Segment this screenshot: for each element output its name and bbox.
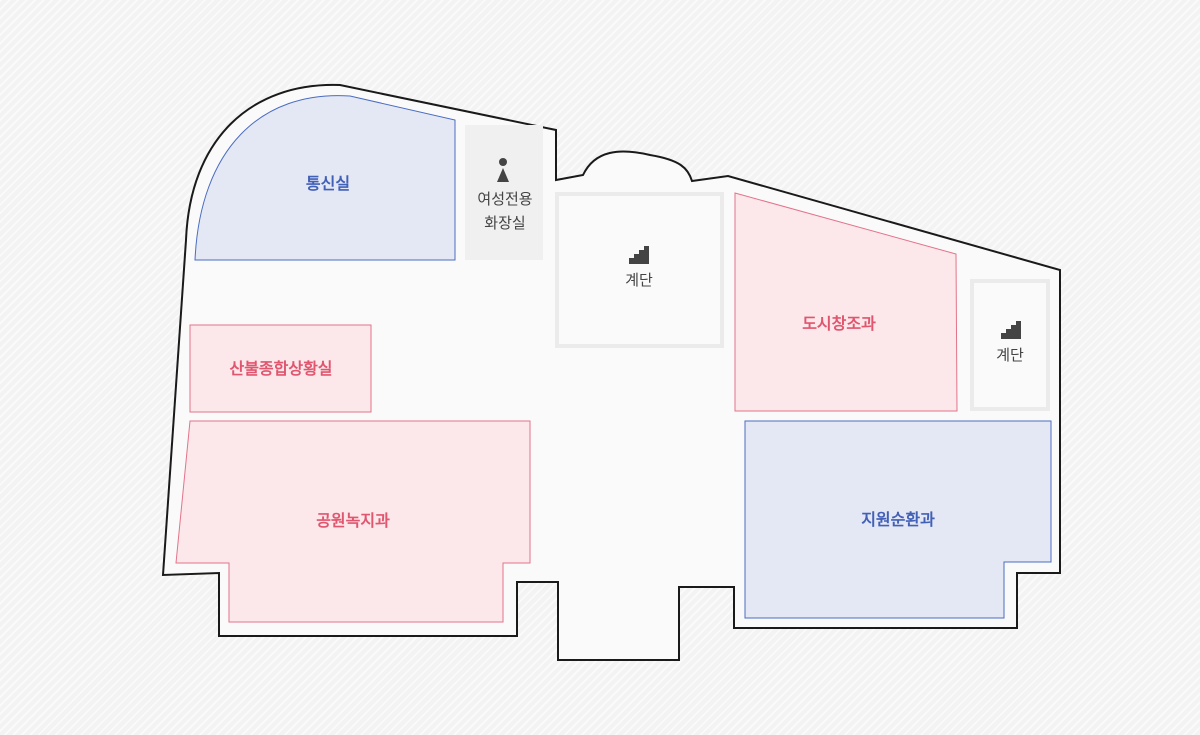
stairs-center-label: 계단: [625, 271, 653, 289]
room-urban-label: 도시창조과: [802, 314, 876, 333]
female-restroom-icon: [497, 158, 509, 182]
room-park[interactable]: 공원녹지과: [175, 420, 531, 623]
stairs-right[interactable]: 계단: [970, 279, 1050, 411]
room-resource-shape: [744, 420, 1052, 619]
stairs-right-label: 계단: [996, 346, 1024, 364]
restroom-women-label-line2: 화장실: [484, 214, 525, 232]
room-resource[interactable]: 지원순환과: [744, 420, 1052, 619]
stairs-right-shape: [970, 279, 1050, 411]
room-resource-label: 지원순환과: [861, 510, 935, 529]
room-comm-shape: [194, 95, 456, 261]
room-comm[interactable]: 통신실: [194, 95, 456, 261]
stairs-center[interactable]: 계단: [555, 192, 724, 348]
room-park-shape: [175, 420, 531, 623]
stairs-icon: [1001, 321, 1021, 339]
restroom-women-label-line1: 여성전용: [477, 190, 532, 208]
restroom-women-shape: [465, 125, 543, 260]
room-forest-fire[interactable]: 산불종합상황실: [189, 324, 372, 413]
room-forest-fire-label: 산불종합상황실: [229, 359, 332, 378]
room-forest-fire-shape: [189, 324, 372, 413]
stairs-icon: [629, 246, 649, 264]
room-urban[interactable]: 도시창조과: [734, 192, 958, 412]
room-comm-label: 통신실: [306, 174, 350, 193]
room-park-label: 공원녹지과: [316, 511, 390, 530]
room-urban-shape: [734, 192, 958, 412]
stairs-center-shape: [555, 192, 724, 348]
restroom-women[interactable]: 여성전용 화장실: [465, 125, 543, 260]
